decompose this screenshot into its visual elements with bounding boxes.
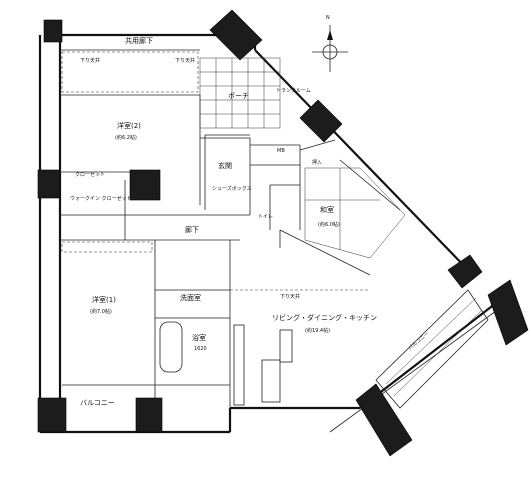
walk-in-closet-label: ウォークイン クローゼット — [70, 195, 132, 202]
bath-label: 浴室 — [192, 333, 206, 342]
entrance-label: 玄関 — [218, 161, 232, 170]
oshiire-label: 押入 — [312, 159, 322, 166]
columns — [37, 9, 529, 457]
western1-size: (約7.0帖) — [90, 308, 112, 315]
compass — [312, 25, 348, 72]
japanese-name: 和室 — [320, 205, 334, 214]
western2-size: (約6.2帖) — [115, 134, 137, 141]
japanese-size: (約6.0帖) — [318, 221, 340, 228]
trunk-room-label: トランクルーム — [276, 88, 311, 94]
western1-name: 洋室(1) — [92, 295, 116, 304]
balcony-right-label: バルコニー — [407, 331, 430, 352]
tatami — [304, 167, 406, 259]
ldk-size: (約19.4帖) — [305, 327, 330, 334]
corridor-public-label: 共用廊下 — [125, 36, 153, 45]
hallway-label: 廊下 — [185, 225, 199, 234]
kitchen — [233, 324, 293, 406]
shoes-closet-label: シューズボックス — [212, 185, 252, 192]
mb-label: MB — [277, 148, 285, 154]
ceiling-drop-label-2: 下り天井 — [175, 57, 195, 64]
closet-label: クローゼット — [75, 171, 105, 178]
bath-size-label: 1620 — [194, 346, 207, 352]
balcony-label: バルコニー — [80, 399, 115, 407]
washroom-label: 洗面室 — [180, 293, 201, 302]
porch-tiles — [199, 57, 281, 129]
balcony-rail-right — [375, 289, 489, 409]
interior-walls — [60, 49, 401, 408]
western2-name: 洋室(2) — [117, 121, 141, 130]
ceiling-drop-label-3: 下り天井 — [280, 293, 300, 300]
bathtub — [159, 321, 183, 373]
outer-walls — [38, 28, 501, 434]
compass-label: N — [326, 15, 330, 21]
toilet-label: トイレ — [258, 214, 273, 220]
ldk-name: リビング・ダイニング・キッチン — [272, 313, 377, 322]
ceiling-drop-label-1: 下り天井 — [80, 57, 100, 64]
ceiling-drops — [61, 51, 370, 291]
porch-label: ポーチ — [228, 92, 249, 100]
